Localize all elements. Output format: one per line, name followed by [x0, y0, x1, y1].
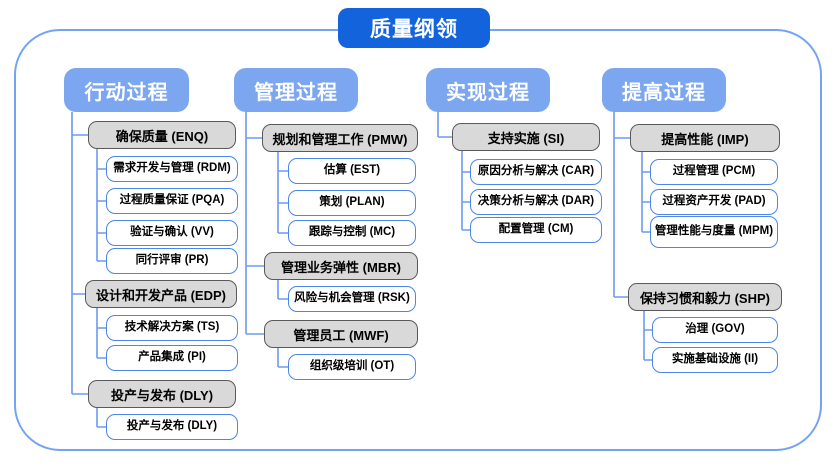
node-ts: 技术解决方案 (TS)	[106, 315, 238, 341]
node-ot: 组织级培训 (OT)	[288, 354, 416, 380]
connector-si-children	[461, 151, 470, 231]
node-rdm: 需求开发与管理 (RDM)	[106, 156, 238, 182]
connector-col1-trunk	[71, 112, 88, 395]
connector-col2-trunk	[245, 112, 264, 335]
node-rsk: 风险与机会管理 (RSK)	[288, 286, 416, 312]
node-edp: 设计和开发产品 (EDP)	[85, 280, 237, 308]
node-mpm: 管理性能与度量 (MPM)	[650, 216, 778, 248]
node-mbr: 管理业务弹性 (MBR)	[264, 252, 418, 280]
connector-pmw-children	[277, 152, 288, 234]
node-pmw: 规划和管理工作 (PMW)	[262, 124, 418, 152]
column-header-improvement-process: 提高过程	[602, 68, 726, 112]
node-est: 估算 (EST)	[288, 158, 416, 184]
node-shp: 保持习惯和毅力 (SHP)	[628, 283, 782, 311]
node-mwf: 管理员工 (MWF)	[264, 320, 418, 348]
diagram-title: 质量纲领	[338, 8, 490, 48]
column-header-realization-process: 实现过程	[426, 68, 550, 112]
connector-mwf-children	[277, 348, 288, 368]
node-pad: 过程资产开发 (PAD)	[650, 189, 778, 215]
connector-imp-children	[641, 152, 650, 233]
node-imp: 提高性能 (IMP)	[630, 124, 780, 152]
node-vv: 验证与确认 (VV)	[106, 220, 238, 246]
node-gov: 治理 (GOV)	[652, 317, 778, 343]
column-header-management-process: 管理过程	[234, 68, 358, 112]
node-car: 原因分析与解决 (CAR)	[470, 159, 602, 185]
connector-enq-children	[96, 149, 106, 262]
node-cm: 配置管理 (CM)	[470, 217, 602, 243]
node-pcm: 过程管理 (PCM)	[650, 159, 778, 185]
connector-dly-children	[96, 408, 106, 428]
node-ii: 实施基础设施 (II)	[652, 347, 778, 373]
node-pi: 产品集成 (PI)	[106, 345, 238, 371]
node-dly: 投产与发布 (DLY)	[88, 380, 236, 408]
node-plan: 策划 (PLAN)	[288, 190, 416, 216]
node-pr: 同行评审 (PR)	[106, 248, 238, 274]
connector-edp-children	[96, 308, 106, 359]
connector-col4-trunk	[613, 112, 630, 298]
connector-mbr-children	[277, 280, 288, 300]
node-si: 支持实施 (SI)	[452, 123, 600, 151]
node-enq: 确保质量 (ENQ)	[88, 121, 236, 149]
node-pqa: 过程质量保证 (PQA)	[106, 188, 238, 214]
connector-col3-trunk	[437, 112, 452, 138]
connector-shp-children	[643, 311, 652, 361]
column-header-action-process: 行动过程	[64, 68, 189, 112]
node-mc: 跟踪与控制 (MC)	[288, 220, 416, 246]
node-dar: 决策分析与解决 (DAR)	[470, 189, 602, 215]
node-dly-sub: 投产与发布 (DLY)	[106, 414, 238, 440]
